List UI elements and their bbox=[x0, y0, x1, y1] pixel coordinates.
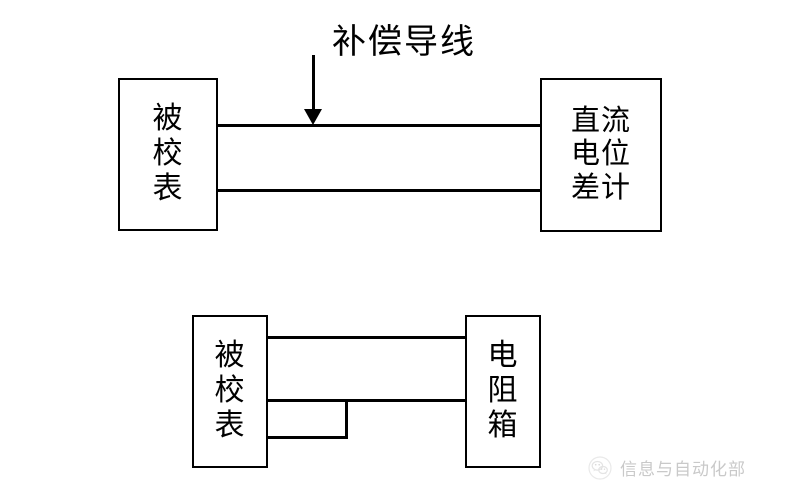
block-label-line: 被 bbox=[152, 102, 184, 136]
block-device-under-test-bottom: 被 校 表 bbox=[192, 315, 268, 468]
block-label-line: 电 bbox=[487, 339, 519, 373]
bottom-wire-upper bbox=[268, 336, 467, 339]
down-arrow-icon-head bbox=[304, 109, 322, 125]
block-label-line: 被 bbox=[214, 339, 246, 373]
bottom-wire-middle bbox=[268, 399, 467, 402]
block-dc-potentiometer: 直流 电位 差计 bbox=[540, 78, 662, 232]
block-label-line: 阻 bbox=[487, 374, 519, 408]
top-wire-upper bbox=[218, 124, 542, 127]
block-label-line: 电位 bbox=[570, 138, 631, 171]
watermark: 信息与自动化部 bbox=[588, 455, 746, 480]
block-label-line: 箱 bbox=[487, 408, 519, 442]
top-wire-lower bbox=[218, 189, 542, 192]
bottom-wire-jumper bbox=[345, 399, 348, 439]
block-label-line: 直流 bbox=[570, 104, 631, 137]
block-label-line: 校 bbox=[214, 374, 246, 408]
block-label-line: 表 bbox=[152, 171, 184, 205]
watermark-label: 信息与自动化部 bbox=[620, 460, 746, 479]
block-label-line: 表 bbox=[214, 408, 246, 442]
block-resistance-box: 电 阻 箱 bbox=[465, 315, 541, 468]
wechat-icon bbox=[588, 455, 612, 480]
block-label-line: 校 bbox=[152, 137, 184, 171]
annotation-caption: 补偿导线 bbox=[332, 24, 476, 61]
block-label-line: 差计 bbox=[570, 171, 631, 204]
block-device-under-test-top: 被 校 表 bbox=[118, 78, 218, 231]
bottom-wire-stub bbox=[268, 436, 348, 439]
down-arrow-icon-stem bbox=[312, 55, 315, 112]
